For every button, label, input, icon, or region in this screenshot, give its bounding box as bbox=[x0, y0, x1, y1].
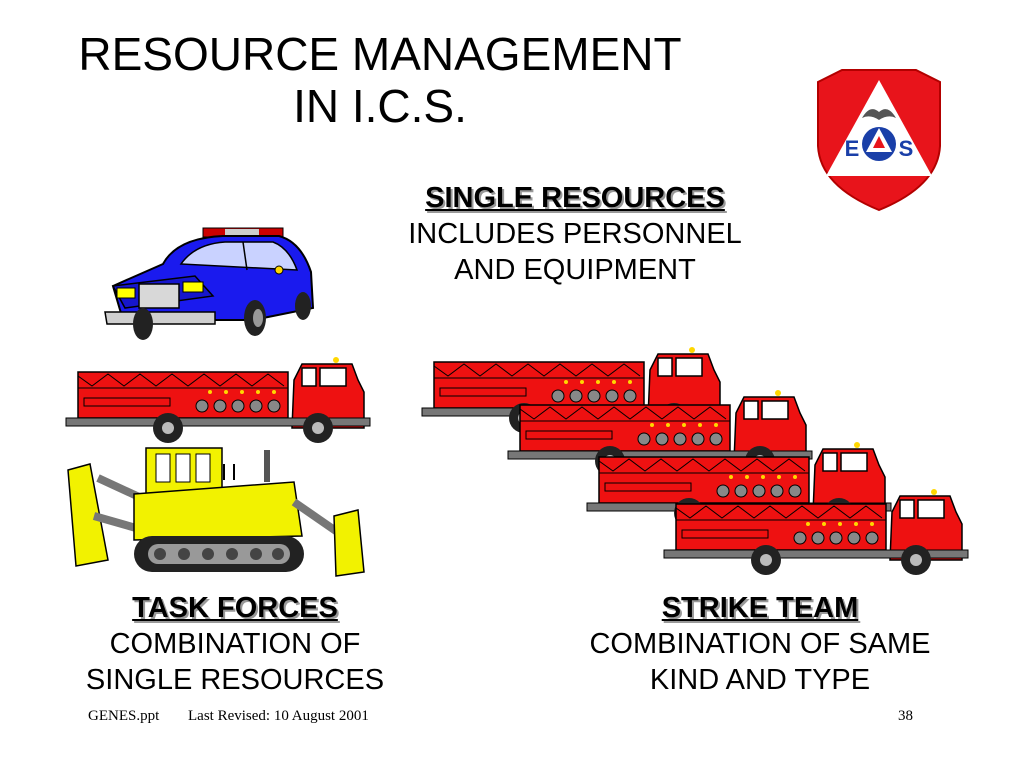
title-line-2: IN I.C.S. bbox=[293, 80, 467, 132]
fire-truck-illustration bbox=[65, 356, 371, 444]
eagle-icon bbox=[862, 109, 896, 120]
task-forces-line-1: COMBINATION OF bbox=[109, 628, 361, 660]
single-resources-line-2: AND EQUIPMENT bbox=[454, 254, 696, 286]
footer-file: GENES.ppt bbox=[88, 708, 160, 724]
strike-team-heading: STRIKE TEAM bbox=[661, 592, 859, 624]
es-shield-logo: E S bbox=[817, 69, 941, 212]
task-forces-line-2: SINGLE RESOURCES bbox=[85, 664, 385, 696]
strike-team-truck-4 bbox=[663, 488, 969, 576]
single-resources-line-1: INCLUDES PERSONNEL bbox=[408, 218, 742, 250]
footer-revised: Last Revised: 10 August 2001 bbox=[188, 708, 369, 724]
police-car-illustration bbox=[104, 227, 315, 340]
title-line-1: RESOURCE MANAGEMENT bbox=[78, 28, 682, 80]
bulldozer-illustration bbox=[67, 447, 365, 577]
slide-title: RESOURCE MANAGEMENT IN I.C.S. bbox=[20, 28, 740, 132]
single-resources-block: SINGLE RESOURCES INCLUDES PERSONNEL AND … bbox=[355, 180, 795, 288]
strike-team-line-1: COMBINATION OF SAME bbox=[589, 628, 931, 660]
strike-team-line-2: KIND AND TYPE bbox=[649, 664, 871, 696]
footer-page-number: 38 bbox=[898, 708, 913, 724]
single-resources-heading: SINGLE RESOURCES bbox=[425, 182, 725, 214]
logo-letter-right: S bbox=[899, 136, 914, 161]
task-forces-heading: TASK FORCES bbox=[132, 592, 338, 624]
strike-team-block: STRIKE TEAM COMBINATION OF SAME KIND AND… bbox=[540, 590, 980, 698]
logo-letter-left: E bbox=[845, 136, 860, 161]
task-forces-block: TASK FORCES COMBINATION OF SINGLE RESOUR… bbox=[40, 590, 430, 698]
